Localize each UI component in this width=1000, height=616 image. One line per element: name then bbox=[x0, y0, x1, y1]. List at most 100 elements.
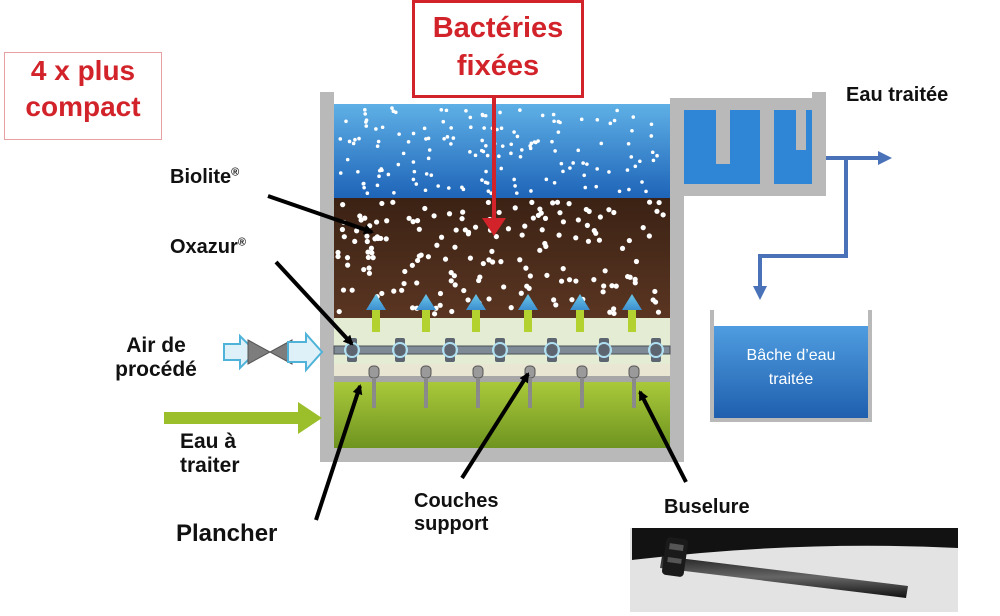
media-bead bbox=[524, 283, 530, 289]
media-bead bbox=[493, 233, 499, 240]
media-bead bbox=[438, 234, 445, 240]
water-bubble bbox=[559, 161, 564, 166]
water-bubble bbox=[364, 124, 369, 128]
media-bead bbox=[656, 199, 662, 206]
diffuser-ring bbox=[544, 342, 560, 358]
water-bubble bbox=[345, 157, 350, 162]
diffuser-ring bbox=[442, 342, 458, 358]
water-bubble bbox=[484, 143, 488, 148]
media-bead bbox=[476, 277, 482, 284]
media-bead bbox=[569, 297, 575, 303]
media-bead bbox=[425, 254, 431, 260]
media-bead bbox=[584, 222, 590, 228]
media-bead bbox=[335, 253, 341, 260]
water-bubble bbox=[585, 162, 589, 166]
tank-wall-right bbox=[670, 98, 684, 462]
water-bubble bbox=[550, 139, 554, 144]
water-bubble bbox=[444, 108, 449, 113]
media-bead bbox=[609, 283, 615, 289]
water-bubble bbox=[484, 169, 488, 174]
water-bubble bbox=[579, 117, 584, 122]
media-bead bbox=[539, 227, 545, 233]
nozzle-row bbox=[368, 365, 640, 408]
water-bubble bbox=[515, 134, 520, 139]
air-arrow-head bbox=[518, 294, 538, 310]
media-bead bbox=[344, 255, 351, 261]
water-bubble bbox=[583, 185, 588, 190]
media-bead bbox=[597, 214, 603, 220]
water-bubble bbox=[509, 142, 514, 147]
media-bead bbox=[566, 201, 572, 207]
water-inlet-arrow bbox=[164, 402, 322, 434]
water-bubble bbox=[561, 169, 565, 174]
water-bubble bbox=[397, 132, 401, 136]
diffuser bbox=[495, 338, 505, 362]
media-bead bbox=[640, 225, 646, 231]
water-bubble bbox=[626, 141, 631, 146]
media-bead bbox=[586, 208, 592, 214]
media-bead bbox=[452, 244, 458, 250]
media-bead bbox=[655, 309, 662, 315]
nozzle-head bbox=[368, 365, 380, 379]
media-bead bbox=[626, 237, 632, 244]
media-bead bbox=[550, 200, 556, 206]
water-bubble bbox=[361, 181, 366, 186]
air-arrow-stem bbox=[472, 306, 480, 332]
media-bead bbox=[416, 226, 422, 232]
water-bubble bbox=[500, 144, 505, 148]
water-bubble bbox=[638, 159, 642, 164]
media-bead bbox=[611, 209, 617, 216]
buselure-text: Buselure bbox=[664, 496, 750, 518]
media-bead bbox=[465, 297, 471, 303]
water-bubble bbox=[615, 108, 619, 113]
water-bubble bbox=[571, 161, 575, 165]
buselure-label: Buselure bbox=[664, 496, 750, 519]
water-bubble bbox=[473, 153, 478, 158]
oxazur-registered: ® bbox=[237, 236, 246, 249]
media-bead bbox=[480, 260, 486, 267]
water-bubble bbox=[518, 108, 522, 112]
water-bubble bbox=[451, 136, 456, 140]
media-bead bbox=[451, 273, 457, 279]
water-bubble bbox=[377, 174, 381, 179]
media-bead bbox=[596, 237, 603, 243]
weir-2 bbox=[760, 110, 774, 184]
water-bubble bbox=[650, 150, 655, 155]
water-bubble bbox=[442, 136, 446, 141]
water-bubble bbox=[594, 184, 599, 189]
plancher-label: Plancher bbox=[176, 520, 277, 548]
media-bead bbox=[379, 200, 385, 207]
water-bubble bbox=[553, 149, 557, 153]
media-bead bbox=[422, 205, 428, 212]
water-bubble bbox=[365, 191, 370, 195]
media-bead bbox=[501, 284, 507, 290]
media-bead bbox=[660, 212, 666, 218]
media-bead bbox=[379, 290, 385, 297]
media-bead bbox=[406, 215, 412, 221]
nozzle-stem bbox=[580, 378, 584, 408]
air-label: Air de procédé bbox=[96, 334, 216, 382]
water-bubble bbox=[644, 189, 648, 194]
outlet-water bbox=[684, 110, 812, 184]
media-bead bbox=[409, 305, 416, 311]
water-bubble bbox=[599, 141, 604, 146]
water-bubble bbox=[495, 127, 499, 132]
media-bead bbox=[361, 266, 367, 273]
water-bubble bbox=[486, 189, 491, 193]
media-bead bbox=[340, 287, 347, 293]
water-bubble bbox=[498, 110, 502, 115]
media-bead bbox=[434, 242, 440, 248]
media-bead bbox=[575, 217, 581, 223]
oxazur-text: Oxazur bbox=[170, 236, 238, 258]
compact-line2: compact bbox=[25, 91, 141, 122]
water-bubble bbox=[536, 139, 540, 143]
water-bubble bbox=[375, 144, 380, 149]
oxazur-pointer bbox=[274, 260, 354, 346]
media-bead bbox=[585, 238, 592, 244]
nozzle-head bbox=[472, 365, 484, 379]
water-bubble bbox=[376, 139, 381, 144]
water-bubble bbox=[374, 127, 378, 131]
water-bubble bbox=[551, 112, 556, 117]
water-bubble bbox=[426, 136, 431, 141]
media-bead bbox=[633, 258, 640, 265]
